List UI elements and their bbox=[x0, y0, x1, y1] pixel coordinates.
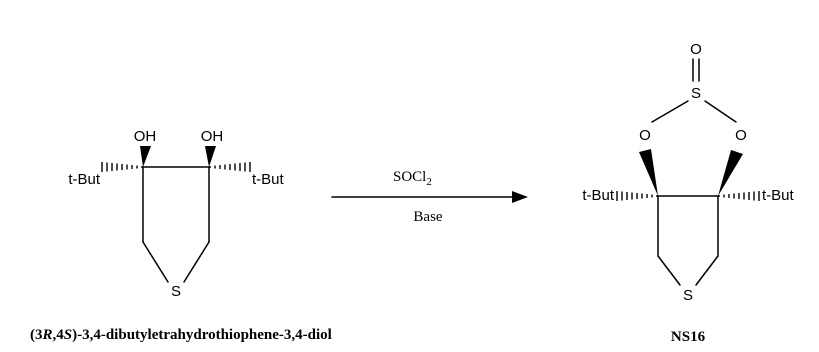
product-oxygen-left: O bbox=[639, 127, 651, 144]
hashed-bond-c4-tbu bbox=[209, 162, 251, 172]
reactant-tbu-left: t-But bbox=[68, 171, 101, 188]
bond-c5-s-product bbox=[695, 255, 719, 286]
hashed-bond-product-right-tbu bbox=[718, 191, 760, 201]
reagent-label: SOCl2 bbox=[393, 169, 432, 188]
reaction-arrow bbox=[331, 191, 528, 203]
wedge-bond-c4-o bbox=[718, 150, 743, 196]
bond-c2-s bbox=[142, 241, 169, 283]
bond-s-o-left bbox=[651, 100, 689, 123]
reactant-oh-right: OH bbox=[201, 128, 224, 145]
bond-c2-s-product bbox=[657, 255, 681, 286]
hashed-bond-product-left-tbu bbox=[616, 191, 658, 201]
product-name: NS16 bbox=[671, 329, 706, 345]
reactant-name: (3R,4S)-3,4-dibutyletrahydrothiophene-3,… bbox=[30, 327, 332, 343]
condition-label: Base bbox=[413, 209, 443, 225]
product-oxygen-top: O bbox=[690, 41, 702, 58]
product-sulfur: S bbox=[683, 287, 693, 304]
bond-s-o-right bbox=[704, 100, 737, 123]
product-structure: O S O O t-But t-But S bbox=[582, 41, 794, 304]
product-oxygen-right: O bbox=[735, 127, 747, 144]
bond-c5-s bbox=[183, 241, 210, 283]
product-tbu-left: t-But bbox=[582, 187, 615, 204]
wedge-bond-c3-oh bbox=[140, 146, 151, 167]
product-tbu-right: t-But bbox=[762, 187, 795, 204]
reactant-oh-left: OH bbox=[134, 128, 157, 145]
product-sulfur-top: S bbox=[691, 85, 701, 102]
wedge-bond-c4-oh bbox=[205, 146, 216, 167]
reactant-structure: OH OH t-But t-But S bbox=[68, 128, 284, 300]
reactant-tbu-right: t-But bbox=[252, 171, 285, 188]
wedge-bond-c3-o bbox=[639, 149, 658, 196]
hashed-bond-c3-tbu bbox=[101, 162, 143, 172]
reactant-sulfur: S bbox=[171, 283, 181, 300]
